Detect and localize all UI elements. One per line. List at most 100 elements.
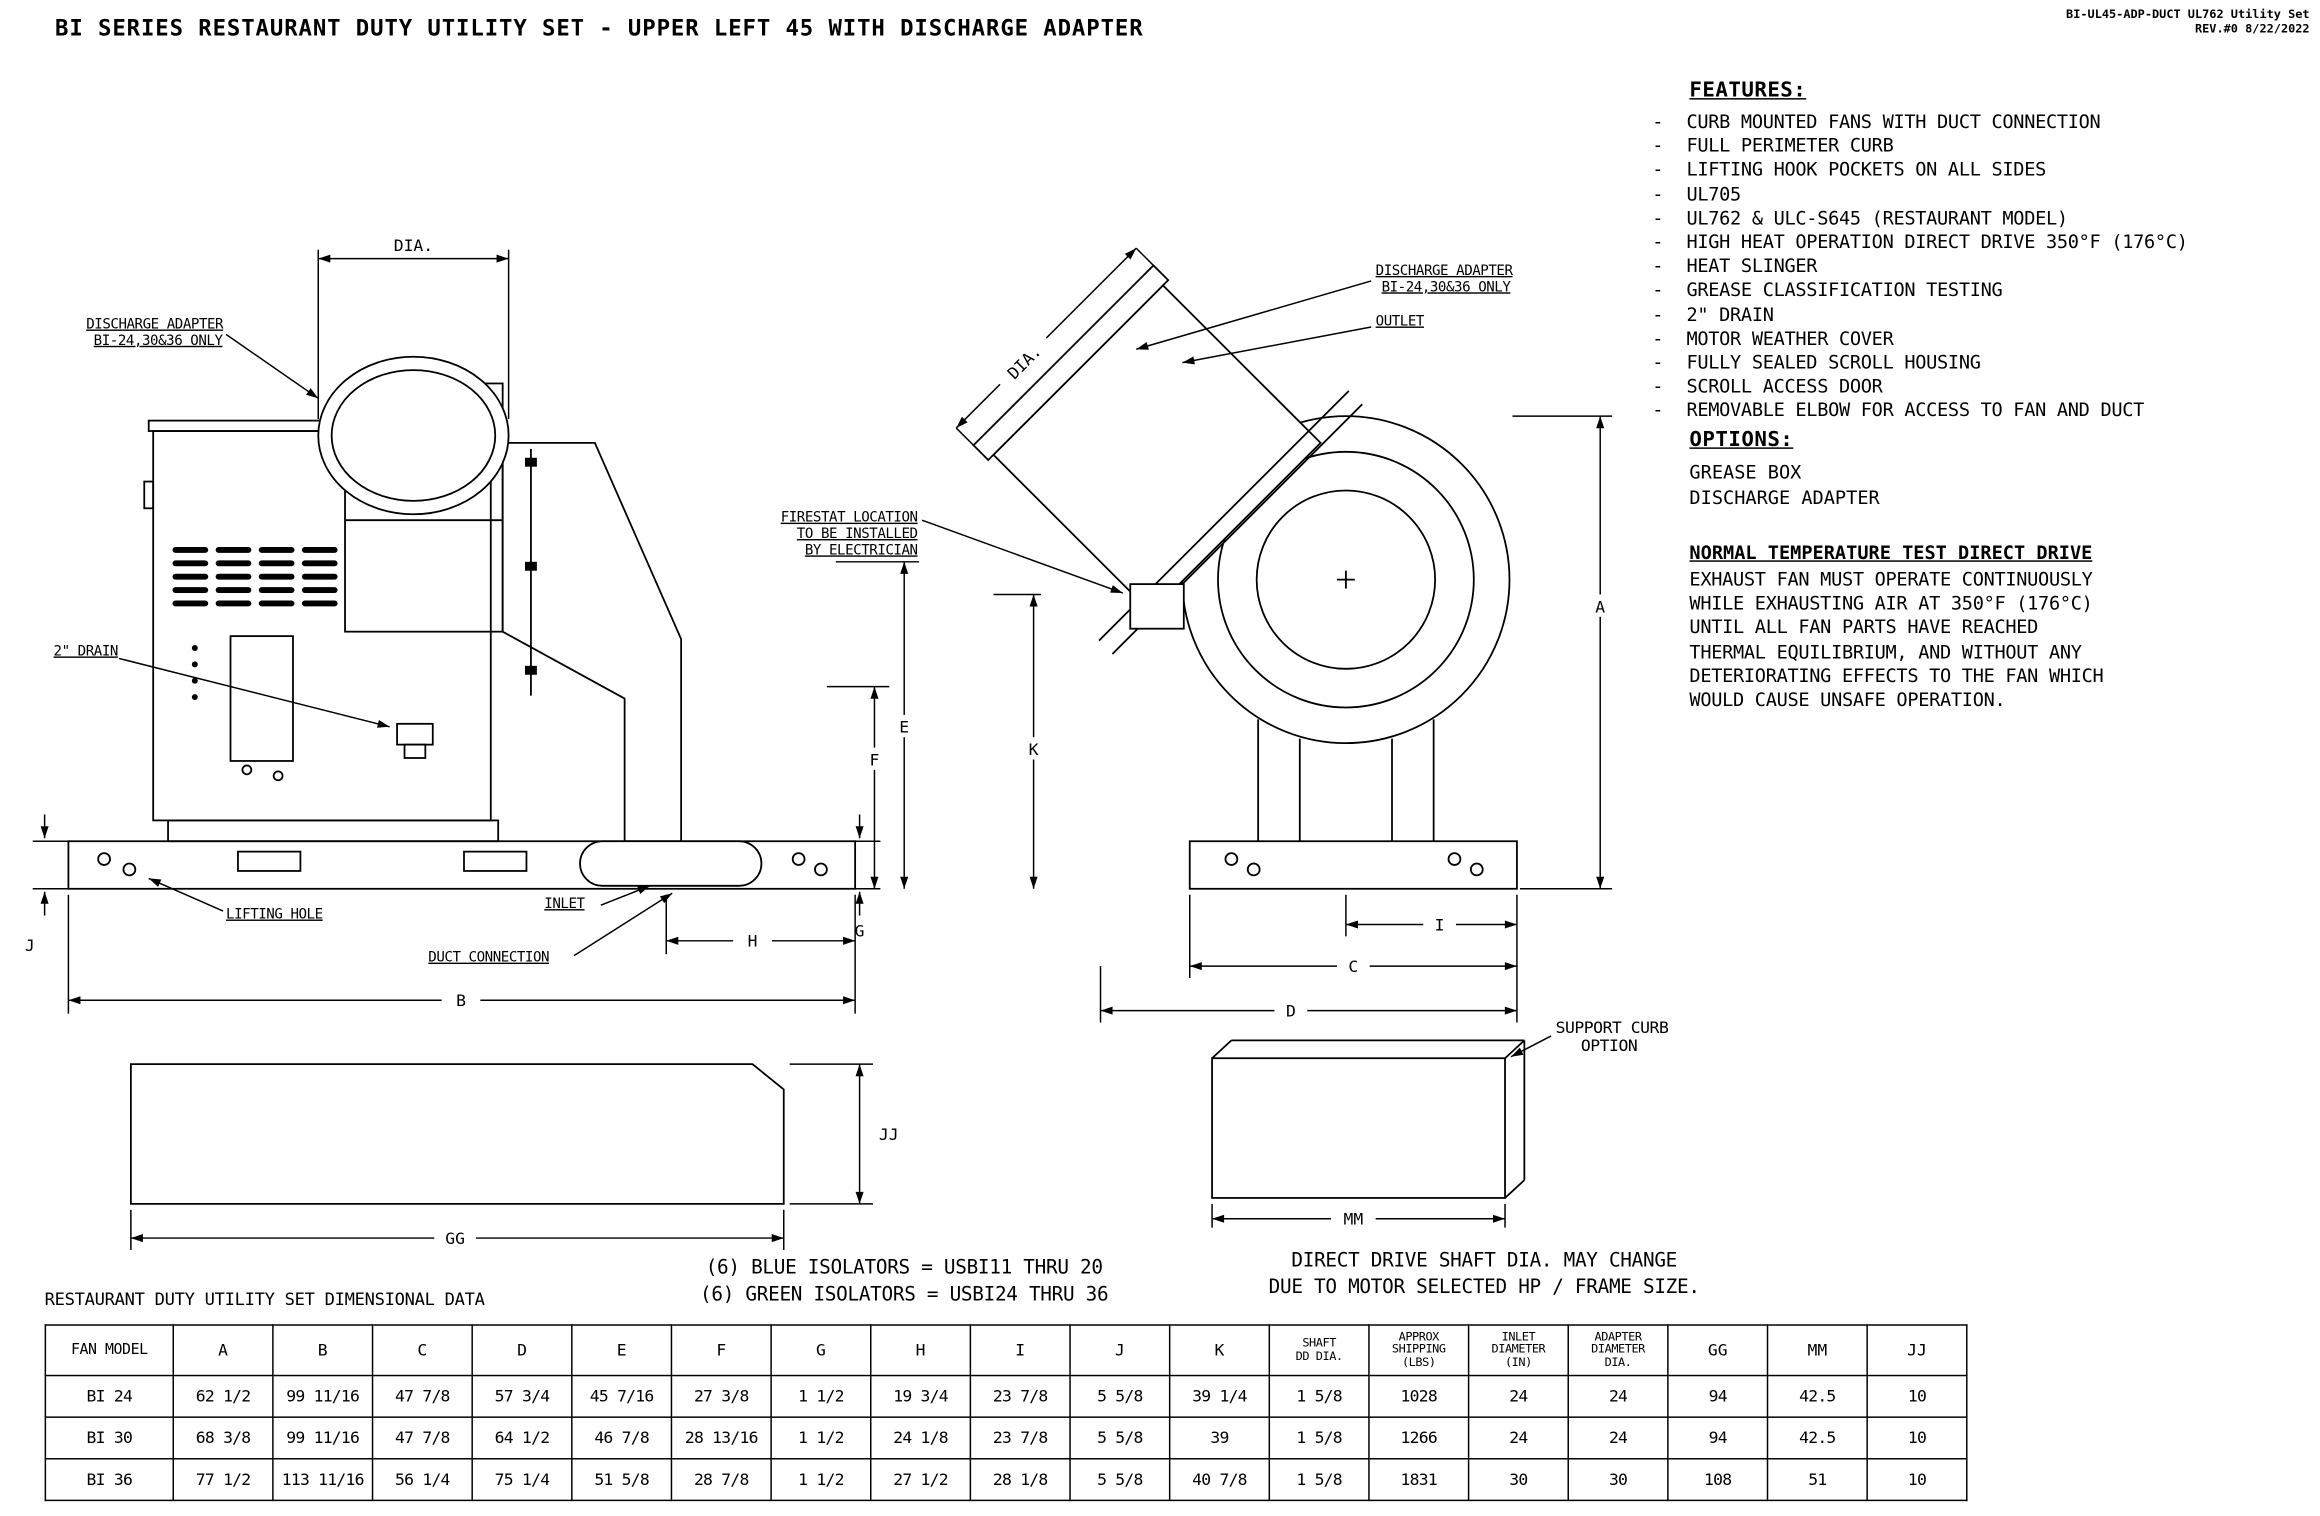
table-cell: 46 7/8 bbox=[571, 1416, 673, 1460]
dim-A: A bbox=[1595, 597, 1605, 616]
inlet-label: INLET bbox=[544, 896, 585, 912]
feature-item: -MOTOR WEATHER COVER bbox=[1648, 327, 2311, 351]
bullet: - bbox=[1652, 254, 1664, 277]
table-cell: 1028 bbox=[1368, 1374, 1470, 1418]
table-cell: 24 bbox=[1467, 1374, 1569, 1418]
table-row: BI 24 62 1/2 99 11/16 47 7/8 57 3/4 45 7… bbox=[44, 1374, 1968, 1418]
feature-item: -FULL PERIMETER CURB bbox=[1648, 134, 2311, 158]
feature-text: CURB MOUNTED FANS WITH DUCT CONNECTION bbox=[1686, 109, 2101, 133]
discharge-adapter-side bbox=[317, 355, 510, 516]
table-cell: 28 1/8 bbox=[969, 1458, 1071, 1502]
features-panel: FEATURES: -CURB MOUNTED FANS WITH DUCT C… bbox=[1648, 79, 2311, 423]
table-cell: 30 bbox=[1467, 1458, 1569, 1502]
table-row: BI 36 77 1/2 113 11/16 56 1/4 75 1/4 51 … bbox=[44, 1458, 1968, 1502]
normal-temp-note: NORMAL TEMPERATURE TEST DIRECT DRIVE EXH… bbox=[1689, 541, 2320, 712]
inlet-bell bbox=[579, 840, 763, 887]
dimensional-data-table: FAN MODEL A B C D E F G H I J K SHAFT DD… bbox=[44, 1324, 1968, 1502]
table-cell: 27 3/8 bbox=[670, 1374, 772, 1418]
table-header-cell: GG bbox=[1667, 1324, 1769, 1377]
bullet: - bbox=[1652, 350, 1664, 374]
isolator-note: (6) BLUE ISOLATORS = USBI11 THRU 20 (6) … bbox=[700, 1257, 1109, 1307]
sheet-title: BI SERIES RESTAURANT DUTY UTILITY SET - … bbox=[55, 14, 1144, 42]
table-cell: 27 1/2 bbox=[870, 1458, 972, 1502]
lifting-hole-label: LIFTING HOLE bbox=[226, 907, 323, 923]
feature-text: SCROLL ACCESS DOOR bbox=[1686, 374, 1883, 398]
table-header-cell: MM bbox=[1766, 1324, 1868, 1377]
bullet: - bbox=[1652, 398, 1664, 422]
support-curb-label-2: OPTION bbox=[1581, 1036, 1637, 1055]
table-cell: 94 bbox=[1667, 1416, 1769, 1460]
feature-item: -HEAT SLINGER bbox=[1648, 254, 2311, 278]
table-cell: 1 1/2 bbox=[770, 1458, 872, 1502]
table-cell: 10 bbox=[1866, 1416, 1968, 1460]
table-header-row: FAN MODEL A B C D E F G H I J K SHAFT DD… bbox=[44, 1324, 1968, 1377]
table-cell: 64 1/2 bbox=[471, 1416, 573, 1460]
table-cell: 1 1/2 bbox=[770, 1374, 872, 1418]
dim-dia-side: DIA. bbox=[394, 236, 433, 255]
table-header-cell: I bbox=[969, 1324, 1071, 1377]
options-heading: OPTIONS: bbox=[1689, 428, 1794, 452]
table-cell: 94 bbox=[1667, 1374, 1769, 1418]
table-cell: 5 5/8 bbox=[1069, 1416, 1171, 1460]
table-header-cell: SHAFT DD DIA. bbox=[1268, 1324, 1370, 1377]
table-header-cell: FAN MODEL bbox=[44, 1324, 175, 1377]
bullet: - bbox=[1652, 230, 1664, 253]
table-cell: 1 1/2 bbox=[770, 1416, 872, 1460]
bullet: - bbox=[1652, 374, 1664, 398]
side-view-dimensions bbox=[32, 234, 920, 1014]
table-cell: 10 bbox=[1866, 1374, 1968, 1418]
bullet: - bbox=[1652, 326, 1664, 350]
table-cell: 47 7/8 bbox=[371, 1374, 473, 1418]
table-cell: 99 11/16 bbox=[272, 1374, 374, 1418]
dim-D: D bbox=[1286, 1002, 1296, 1021]
dim-H: H bbox=[748, 932, 758, 951]
table-header-cell: JJ bbox=[1866, 1324, 1968, 1377]
feature-text: 2" DRAIN bbox=[1686, 302, 1774, 325]
table-header-cell: J bbox=[1069, 1324, 1171, 1377]
feature-text: MOTOR WEATHER COVER bbox=[1686, 326, 1894, 350]
table-header-cell: F bbox=[670, 1324, 772, 1377]
feature-item: -LIFTING HOOK POCKETS ON ALL SIDES bbox=[1648, 158, 2311, 182]
front-view-drawing bbox=[972, 264, 1518, 890]
table-cell: 40 7/8 bbox=[1168, 1458, 1271, 1502]
table-cell: 45 7/16 bbox=[571, 1374, 673, 1418]
table-cell: 75 1/4 bbox=[471, 1458, 573, 1502]
table-cell: 23 7/8 bbox=[969, 1416, 1071, 1460]
table-cell: 23 7/8 bbox=[969, 1374, 1071, 1418]
bullet: - bbox=[1652, 134, 1664, 157]
table-header-cell: D bbox=[471, 1324, 573, 1377]
feature-text: UL762 & ULC-S645 (RESTAURANT MODEL) bbox=[1686, 206, 2068, 229]
table-cell: 1266 bbox=[1368, 1416, 1470, 1460]
table-cell: BI 30 bbox=[44, 1416, 175, 1460]
table-header-cell: C bbox=[371, 1324, 473, 1377]
doc-reference: BI-UL45-ADP-DUCT UL762 Utility Set REV.#… bbox=[2066, 7, 2310, 37]
feature-item: -UL705 bbox=[1648, 182, 2311, 206]
dim-GG: GG bbox=[445, 1229, 465, 1248]
dim-JJ: JJ bbox=[879, 1125, 899, 1144]
table-cell: 24 1/8 bbox=[870, 1416, 972, 1460]
feature-text: REMOVABLE ELBOW FOR ACCESS TO FAN AND DU… bbox=[1686, 398, 2145, 422]
outlet-label: OUTLET bbox=[1376, 313, 1425, 329]
bullet: - bbox=[1652, 109, 1664, 133]
dim-B: B bbox=[456, 991, 466, 1010]
table-cell: 47 7/8 bbox=[371, 1416, 473, 1460]
dim-E: E bbox=[899, 718, 909, 737]
feature-item: -FULLY SEALED SCROLL HOUSING bbox=[1648, 351, 2311, 375]
firestat-label-2: TO BE INSTALLED bbox=[797, 526, 918, 542]
dim-F: F bbox=[870, 750, 880, 769]
feature-item: -HIGH HEAT OPERATION DIRECT DRIVE 350°F … bbox=[1648, 230, 2311, 254]
option-item: DISCHARGE ADAPTER bbox=[1689, 485, 1880, 508]
table-header-cell: APPROX SHIPPING (LBS) bbox=[1368, 1324, 1470, 1377]
discharge-adapter-label-front-1: DISCHARGE ADAPTER bbox=[1376, 263, 1514, 279]
table-cell: 30 bbox=[1567, 1458, 1669, 1502]
table-header-cell: B bbox=[272, 1324, 374, 1377]
dim-K: K bbox=[1029, 740, 1039, 759]
feature-item: -REMOVABLE ELBOW FOR ACCESS TO FAN AND D… bbox=[1648, 399, 2311, 423]
dim-C: C bbox=[1348, 957, 1358, 976]
table-cell: 5 5/8 bbox=[1069, 1458, 1171, 1502]
feature-text: HIGH HEAT OPERATION DIRECT DRIVE 350°F (… bbox=[1686, 230, 2188, 253]
table-cell: BI 36 bbox=[44, 1458, 175, 1502]
table-cell: BI 24 bbox=[44, 1374, 175, 1418]
table-cell: 19 3/4 bbox=[870, 1374, 972, 1418]
